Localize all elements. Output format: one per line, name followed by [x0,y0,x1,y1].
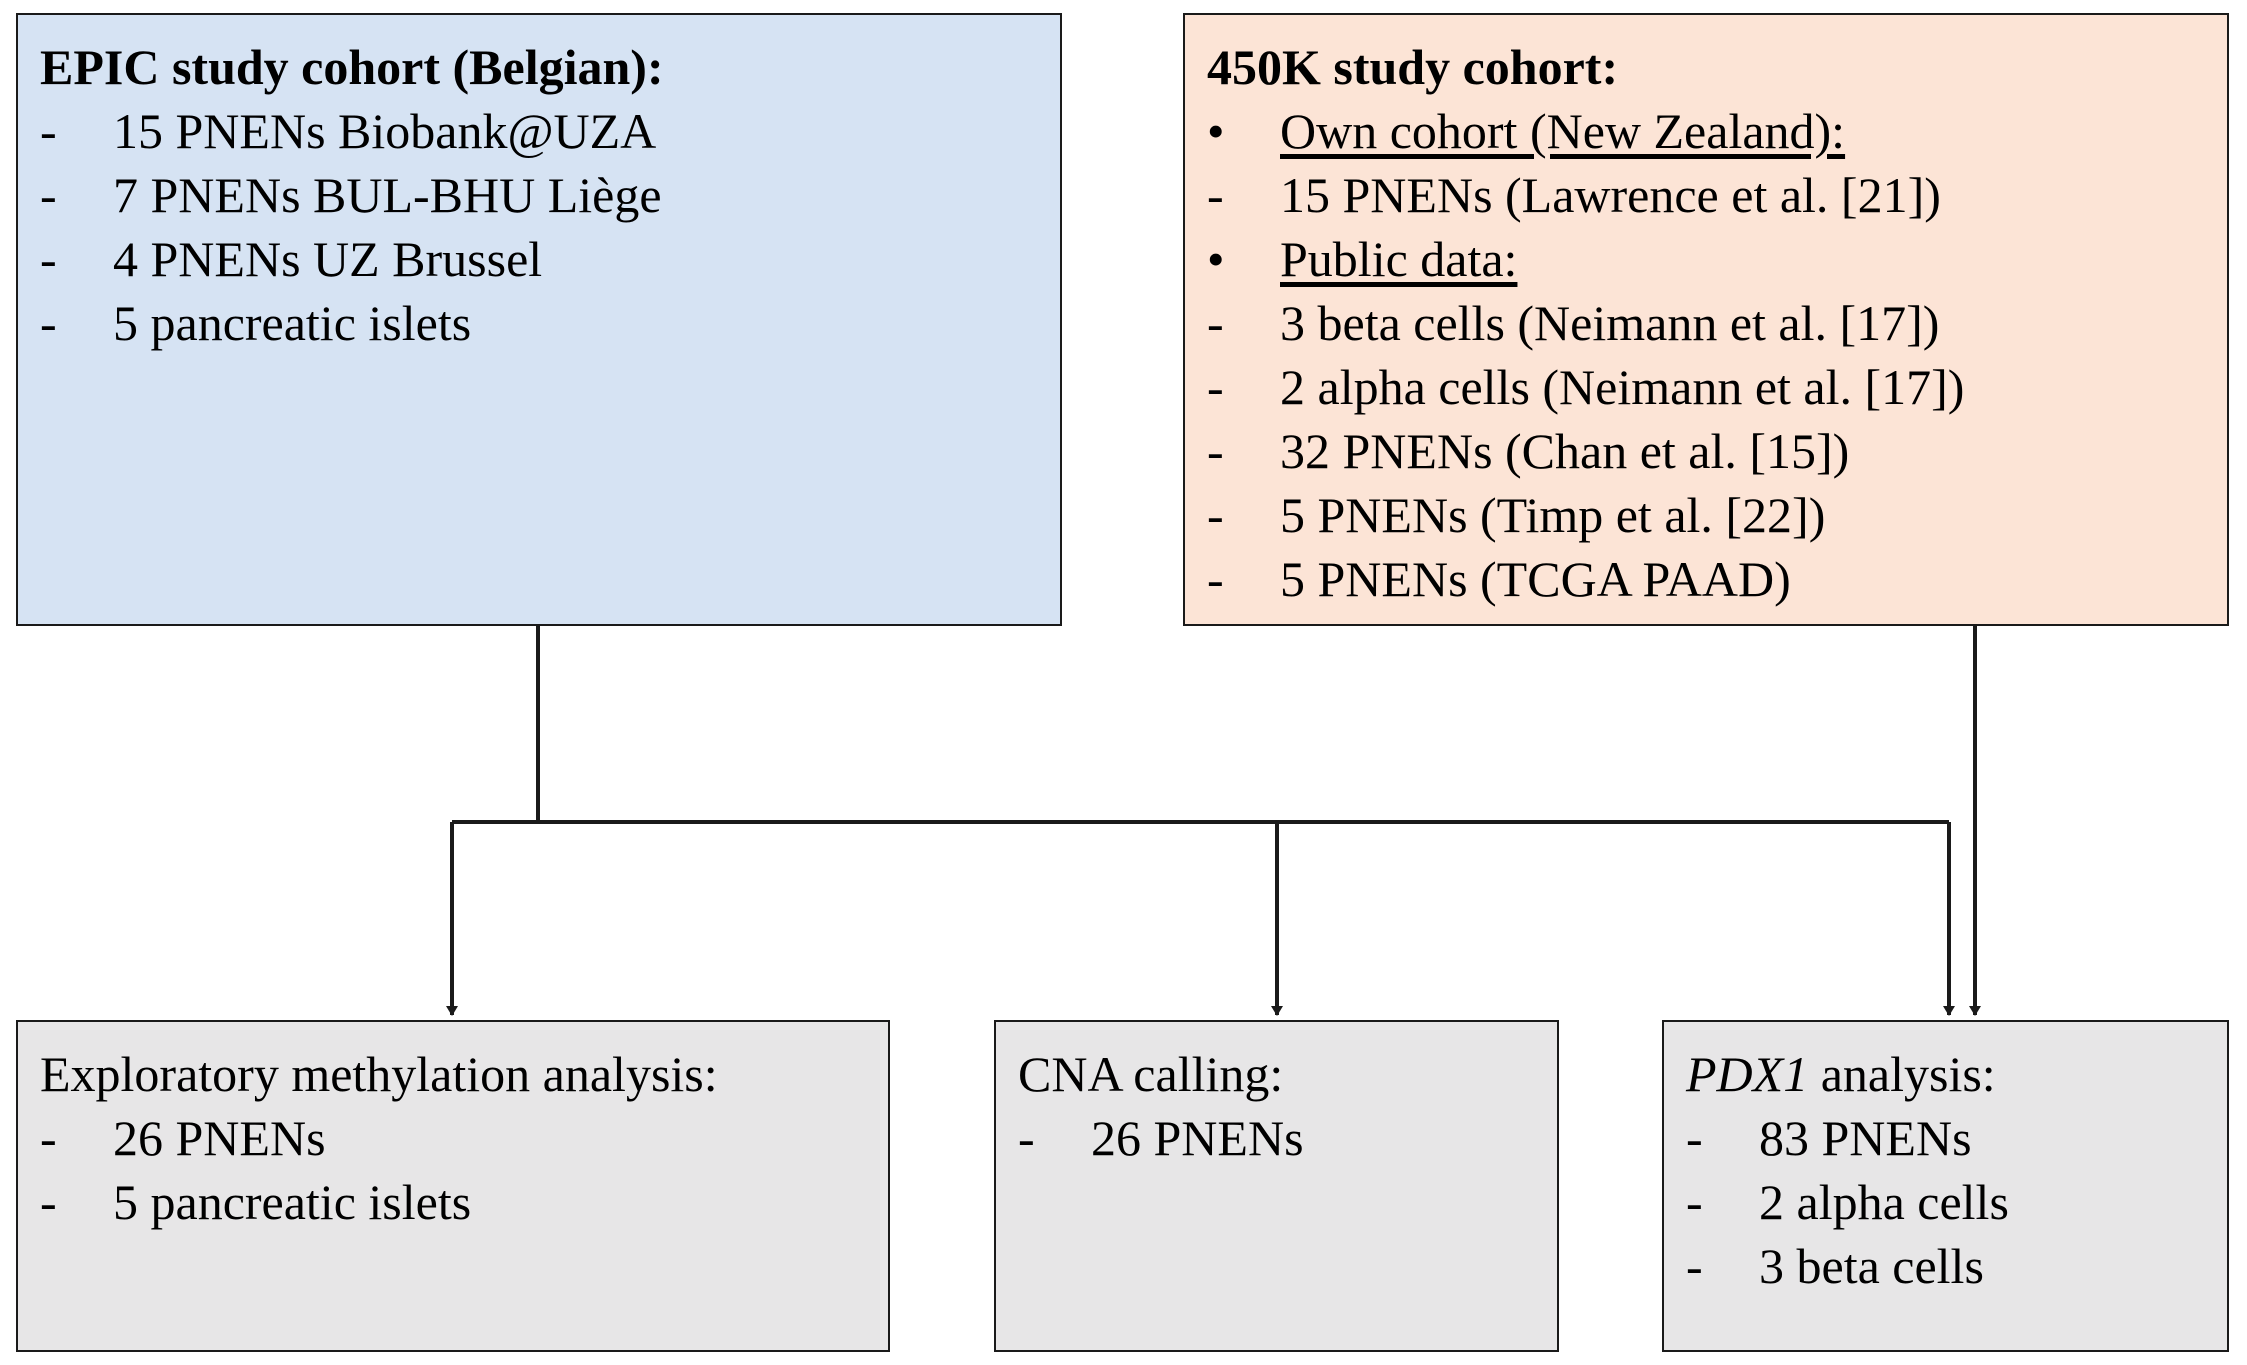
k450-cohort-title: 450K study cohort: [1207,39,1619,95]
list-item: -5 pancreatic islets [40,1174,472,1230]
list-item: -5 pancreatic islets [40,295,472,351]
epic-cohort-box: EPIC study cohort (Belgian): -15 PNENs B… [16,13,1062,626]
list-item: -4 PNENs UZ Brussel [40,231,543,287]
list-item: -26 PNENs [1018,1110,1304,1166]
list-item: -3 beta cells [1686,1238,1984,1294]
pdx1-gene-name: PDX1 [1686,1046,1809,1102]
k450-cohort-box: 450K study cohort: •Own cohort (New Zeal… [1183,13,2229,626]
pdx1-analysis-title: PDX1 analysis: [1686,1046,1996,1102]
list-item: -15 PNENs Biobank@UZA [40,103,657,159]
list-item: -32 PNENs (Chan et al. [15]) [1207,423,1850,479]
list-item: -3 beta cells (Neimann et al. [17]) [1207,295,1940,351]
cna-calling-title: CNA calling: [1018,1046,1284,1102]
exploratory-analysis-box: Exploratory methylation analysis: -26 PN… [16,1020,890,1352]
cna-calling-box: CNA calling: -26 PNENs [994,1020,1559,1352]
list-item: -2 alpha cells [1686,1174,2009,1230]
list-item: -15 PNENs (Lawrence et al. [21]) [1207,167,1941,223]
list-item: -83 PNENs [1686,1110,1972,1166]
list-item: -7 PNENs BUL-BHU Liège [40,167,662,223]
exploratory-analysis-title: Exploratory methylation analysis: [40,1046,718,1102]
list-item: -2 alpha cells (Neimann et al. [17]) [1207,359,1965,415]
list-item: -5 PNENs (TCGA PAAD) [1207,551,1791,607]
list-item: -5 PNENs (Timp et al. [22]) [1207,487,1826,543]
epic-cohort-title: EPIC study cohort (Belgian): [40,39,664,95]
public-data-header: •Public data: [1207,231,1518,287]
list-item: -26 PNENs [40,1110,326,1166]
own-cohort-header: •Own cohort (New Zealand): [1207,103,1846,159]
pdx1-analysis-box: PDX1 analysis: -83 PNENs -2 alpha cells … [1662,1020,2229,1352]
